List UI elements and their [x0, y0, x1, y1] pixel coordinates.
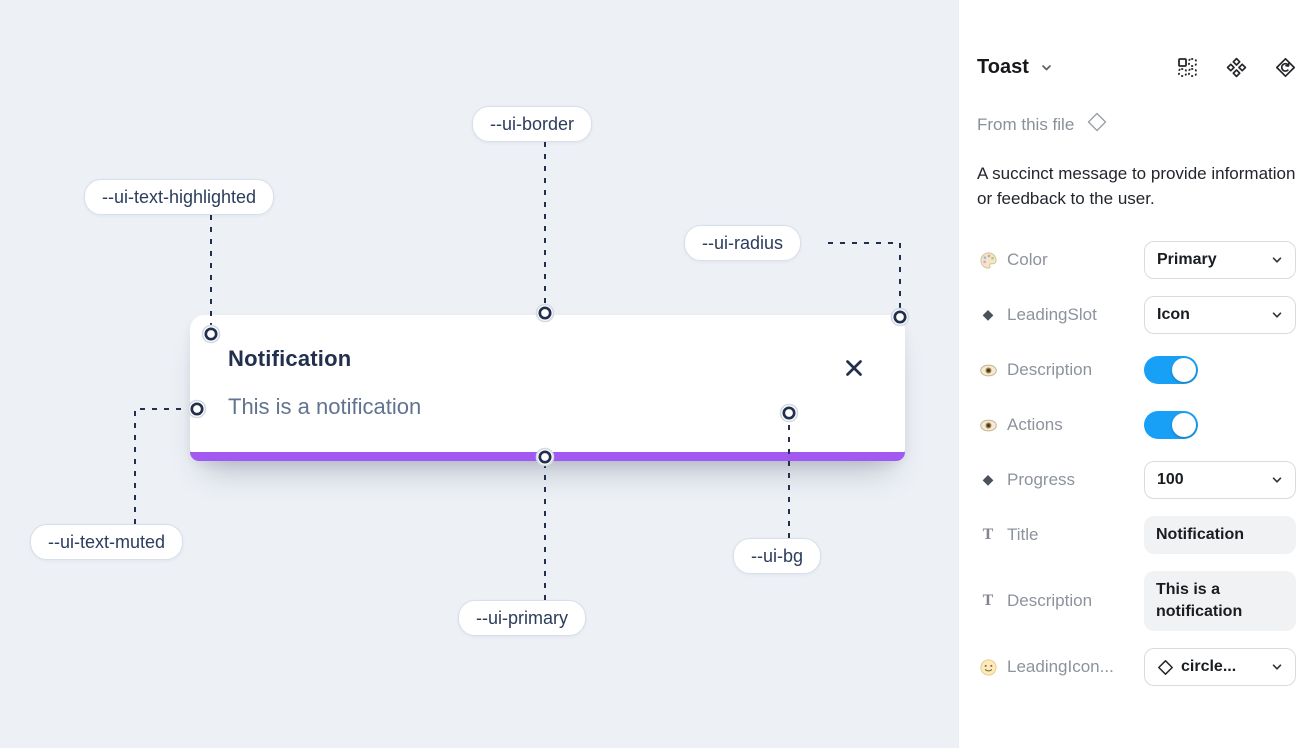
close-icon[interactable]	[844, 358, 864, 378]
property-label: Color	[1007, 250, 1048, 269]
instance-swap-icon[interactable]	[1275, 57, 1296, 78]
toast-progress-bar	[190, 452, 905, 461]
toggle-knob	[1172, 358, 1196, 382]
design-canvas[interactable]: Notification This is a notification	[0, 0, 958, 748]
chevron-down-icon	[1271, 474, 1283, 486]
component-icon[interactable]	[1226, 57, 1247, 78]
property-list: Color Primary ◆ LeadingSlot Icon	[977, 241, 1296, 686]
chevron-down-icon	[1271, 661, 1283, 673]
diamond-icon: ◆	[982, 307, 994, 323]
panel-header: Toast	[977, 56, 1296, 79]
select-value: Primary	[1157, 251, 1217, 268]
css-var-label-ui-radius[interactable]: --ui-radius	[684, 225, 802, 261]
diamond-outline-icon	[1085, 110, 1109, 139]
description-toggle[interactable]	[1144, 356, 1198, 384]
connector-ui-radius	[828, 242, 901, 308]
css-var-label-ui-bg[interactable]: --ui-bg	[733, 538, 822, 574]
description-field[interactable]: This is a notification	[1144, 571, 1296, 631]
property-row-actions-toggle: Actions	[977, 406, 1296, 444]
color-select[interactable]: Primary	[1144, 241, 1296, 279]
property-label: Description	[1007, 360, 1093, 379]
css-var-label-ui-primary[interactable]: --ui-primary	[458, 600, 586, 636]
property-label: Progress	[1007, 470, 1076, 489]
chevron-down-icon[interactable]	[1040, 61, 1053, 74]
chevron-down-icon	[1271, 309, 1283, 321]
actions-toggle[interactable]	[1144, 411, 1198, 439]
text-icon: T	[982, 592, 994, 609]
palette-icon	[977, 251, 999, 270]
instance-diamond-icon	[1157, 659, 1174, 676]
progress-select[interactable]: 100	[1144, 461, 1296, 499]
component-description: A succinct message to provide informatio…	[977, 164, 1296, 208]
component-properties-icon[interactable]	[1177, 57, 1198, 78]
properties-panel: Toast	[958, 0, 1312, 748]
select-value: Icon	[1157, 306, 1190, 323]
select-value: 100	[1157, 471, 1184, 488]
toggle-knob	[1172, 413, 1196, 437]
source-row: From this file	[977, 110, 1296, 139]
css-var-label-ui-text-highlighted[interactable]: --ui-text-highlighted	[84, 179, 275, 215]
leadingicon-select[interactable]: circle...	[1144, 648, 1296, 686]
smiley-icon	[977, 658, 999, 677]
property-row-progress: ◆ Progress 100	[977, 461, 1296, 499]
component-title: Toast	[977, 56, 1029, 78]
property-label: LeadingSlot	[1007, 305, 1097, 324]
eye-icon	[977, 416, 999, 435]
property-row-color: Color Primary	[977, 241, 1296, 279]
property-row-description-text: T Description This is a notification	[977, 571, 1296, 631]
diamond-icon: ◆	[982, 472, 994, 488]
toast-description: This is a notification	[228, 394, 422, 419]
title-field[interactable]: Notification	[1144, 516, 1296, 554]
property-row-description-toggle: Description	[977, 351, 1296, 389]
leadingslot-select[interactable]: Icon	[1144, 296, 1296, 334]
property-label: Actions	[1007, 415, 1063, 434]
property-label: Title	[1007, 525, 1039, 544]
connector-ui-text-muted	[134, 408, 188, 524]
chevron-down-icon	[1271, 254, 1283, 266]
property-label: LeadingIcon...	[1007, 657, 1114, 676]
text-icon: T	[982, 526, 994, 543]
css-var-label-ui-border[interactable]: --ui-border	[472, 106, 593, 142]
toast-component[interactable]: Notification This is a notification	[190, 315, 905, 461]
source-label: From this file	[977, 114, 1075, 134]
header-icon-group	[1177, 57, 1296, 78]
property-row-leadingicon: LeadingIcon... circle...	[977, 648, 1296, 686]
eye-icon	[977, 361, 999, 380]
toast-title: Notification	[228, 346, 352, 371]
css-var-label-ui-text-muted[interactable]: --ui-text-muted	[30, 524, 184, 560]
property-label: Description	[1007, 591, 1093, 610]
property-row-title: T Title Notification	[977, 516, 1296, 554]
select-value: circle...	[1181, 658, 1237, 675]
property-row-leadingslot: ◆ LeadingSlot Icon	[977, 296, 1296, 334]
